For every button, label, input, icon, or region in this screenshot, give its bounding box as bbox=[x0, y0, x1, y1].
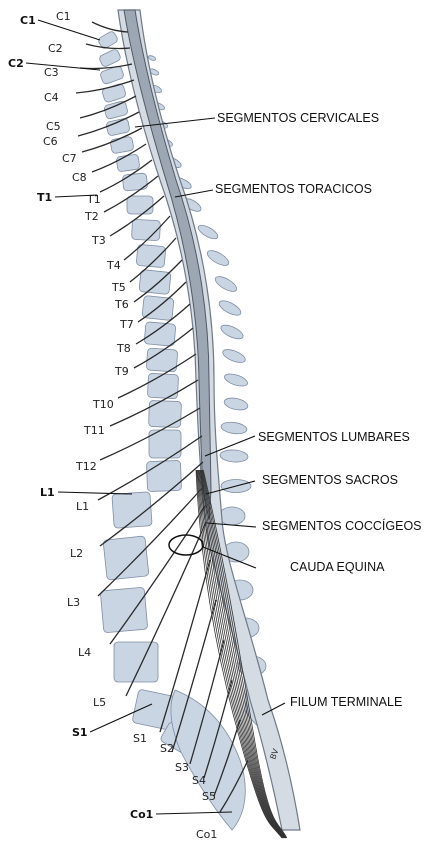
spinous-process bbox=[219, 507, 245, 525]
vertebra-label-c2: C2 bbox=[48, 42, 63, 55]
vertebra-label-t11: T11 bbox=[83, 424, 105, 437]
spinous-process bbox=[221, 347, 247, 365]
vertebra-label-c3: C3 bbox=[44, 66, 59, 79]
level-marker-leader bbox=[26, 63, 100, 70]
callout-sacral: SEGMENTOS SACROS bbox=[262, 473, 398, 487]
vertebra-label-t7: T7 bbox=[119, 318, 134, 331]
level-marker-t1: T1 bbox=[37, 191, 52, 204]
vertebra-label-c6: C6 bbox=[43, 135, 58, 148]
spinous-process bbox=[205, 248, 231, 269]
spinous-process bbox=[220, 449, 249, 463]
vertebra-label-s2: S2 bbox=[160, 742, 174, 755]
spinous-process bbox=[217, 298, 243, 318]
vertebra-label-t2: T2 bbox=[84, 210, 99, 223]
vertebra-label-t8: T8 bbox=[116, 342, 131, 355]
vertebral-body bbox=[149, 400, 182, 427]
callout-cauda-equina: CAUDA EQUINA bbox=[290, 560, 385, 574]
vertebra-label-c1: C1 bbox=[56, 10, 71, 23]
vertebra-label-s5: S5 bbox=[202, 790, 216, 803]
vertebral-body bbox=[106, 118, 130, 136]
vertebral-body bbox=[100, 587, 147, 633]
vertebra-label-t12: T12 bbox=[75, 460, 97, 473]
vertebra-label-s3: S3 bbox=[175, 761, 189, 774]
level-marker-s1: S1 bbox=[72, 726, 88, 739]
level-marker-l1: L1 bbox=[40, 486, 55, 499]
callout-thoracic: SEGMENTOS TORACICOS bbox=[215, 182, 372, 196]
vertebra-label-c4: C4 bbox=[44, 91, 59, 104]
vertebra-label-l2: L2 bbox=[70, 547, 83, 560]
vertebra-label-t6: T6 bbox=[114, 298, 129, 311]
vertebra-label-t4: T4 bbox=[106, 259, 121, 272]
vertebral-body bbox=[139, 269, 171, 294]
vertebra-label-c8: C8 bbox=[72, 171, 87, 184]
vertebra-label-l5: L5 bbox=[93, 696, 106, 709]
vertebral-body bbox=[103, 536, 149, 580]
callout-lumbar: SEGMENTOS LUMBARES bbox=[258, 430, 410, 444]
callout-cervical: SEGMENTOS CERVICALES bbox=[217, 111, 379, 125]
spinous-process bbox=[220, 421, 247, 436]
vertebral-body bbox=[116, 154, 140, 172]
vertebra-label-s4: S4 bbox=[192, 774, 206, 787]
spinous-process bbox=[148, 55, 157, 61]
level-marker-leader bbox=[58, 492, 132, 494]
spinous-process bbox=[196, 223, 220, 242]
spinous-process bbox=[213, 274, 239, 295]
vertebra-label-s1: S1 bbox=[133, 732, 147, 745]
spinous-process bbox=[219, 322, 245, 341]
spinous-process bbox=[223, 372, 249, 389]
cauda-equina-marker bbox=[169, 535, 203, 555]
vertebral-body bbox=[122, 173, 147, 191]
vertebra-label-t3: T3 bbox=[91, 234, 106, 247]
vertebral-body bbox=[98, 48, 121, 67]
vertebra-label-l4: L4 bbox=[78, 646, 91, 659]
level-marker-leader bbox=[38, 20, 100, 40]
vertebra-label-co1: Co1 bbox=[196, 828, 217, 841]
vertebral-body bbox=[144, 322, 176, 347]
vertebral-body bbox=[147, 373, 178, 399]
vertebra-label-t10: T10 bbox=[92, 398, 114, 411]
vertebra-label-c7: C7 bbox=[62, 152, 77, 165]
vertebral-body bbox=[127, 196, 153, 214]
level-marker-c1: C1 bbox=[20, 14, 36, 27]
vertebra-label-t9: T9 bbox=[114, 365, 129, 378]
callout-filum-terminale: FILUM TERMINALE bbox=[290, 695, 402, 709]
vertebra-label-l1: L1 bbox=[76, 500, 89, 513]
vertebral-body bbox=[110, 136, 134, 154]
vertebra-label-l3: L3 bbox=[67, 596, 80, 609]
level-marker-co1: Co1 bbox=[130, 808, 153, 821]
vertebral-body bbox=[146, 460, 181, 491]
spinous-process bbox=[223, 396, 249, 412]
vertebra-label-c5: C5 bbox=[46, 120, 61, 133]
vertebral-body bbox=[104, 100, 129, 119]
callout-coccygeal: SEGMENTOS COCCÍGEOS bbox=[262, 518, 422, 533]
vertebra-label-t5: T5 bbox=[111, 281, 126, 294]
level-marker-c2: C2 bbox=[8, 57, 24, 70]
